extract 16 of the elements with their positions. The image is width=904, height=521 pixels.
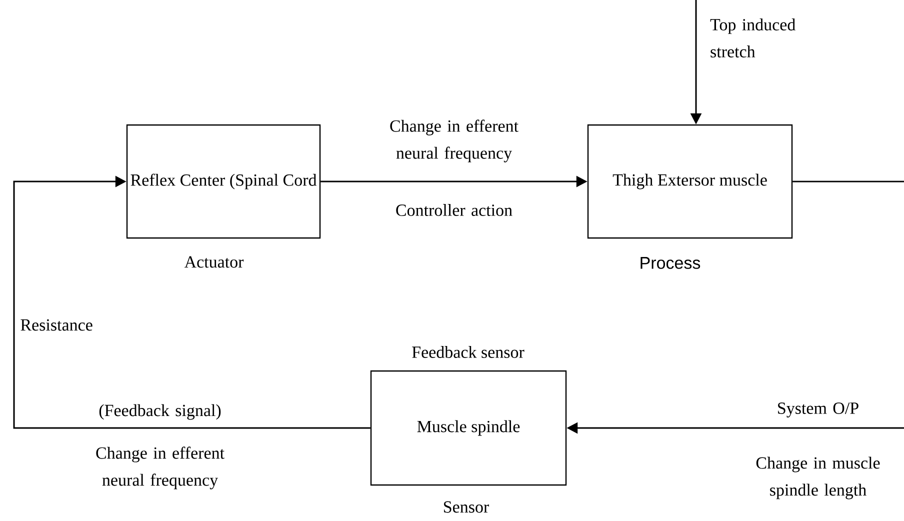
note-text: Change in efferent neural frequency bbox=[96, 446, 224, 490]
edge-label: Change in efferent neural frequency bbox=[390, 120, 518, 162]
process-box: Muscle spindle bbox=[370, 370, 567, 486]
edge-label: (Feedback signal) bbox=[99, 404, 221, 420]
process-box: Reflex Center (Spinal Cord bbox=[126, 124, 321, 239]
node-caption: Actuator bbox=[184, 256, 244, 268]
edge-label: Top induced stretch bbox=[710, 18, 796, 58]
node-caption: Process bbox=[640, 257, 700, 269]
note-text: Resistance bbox=[20, 319, 92, 331]
note-text: Controller action bbox=[396, 204, 512, 216]
edge-label: System O/P bbox=[778, 402, 858, 418]
node-caption: Feedback sensor bbox=[412, 346, 524, 358]
node-caption: Sensor bbox=[444, 501, 489, 513]
process-box: Thigh Extersor muscle bbox=[587, 124, 793, 239]
arrow bbox=[13, 176, 370, 429]
note-text: Change in muscle spindle length bbox=[756, 456, 880, 500]
